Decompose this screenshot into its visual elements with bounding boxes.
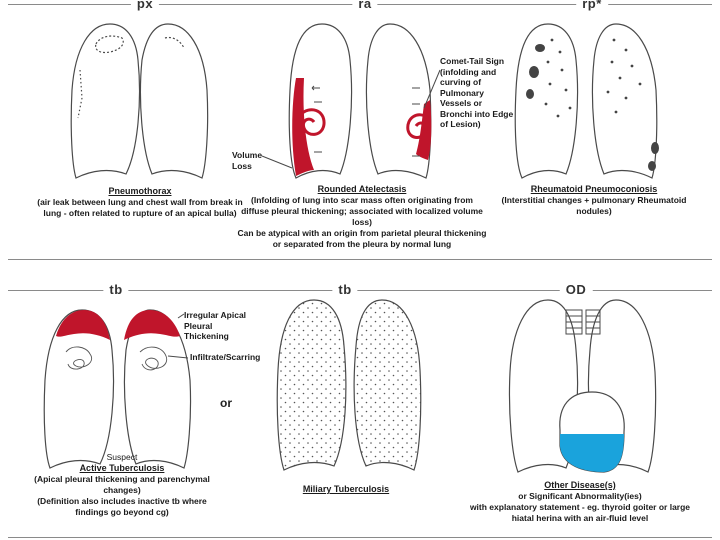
od-caption: Other Disease(s) or Significant Abnormal… — [460, 480, 700, 524]
header-px: px — [130, 0, 160, 11]
rp-nodules — [526, 38, 659, 171]
rp-lungs — [514, 23, 659, 179]
tb-caption: Suspect Active Tuberculosis (Apical pleu… — [22, 452, 222, 518]
ra-left-swirl — [298, 108, 326, 136]
tb-left-apical-thickening — [56, 310, 110, 340]
px-right-lung — [139, 23, 209, 179]
px-title: Pneumothorax — [108, 186, 172, 196]
miliary-caption: Miliary Tuberculosis — [266, 484, 426, 495]
rp-caption: Rheumatoid Pneumoconiosis (Interstitial … — [494, 184, 694, 217]
volume-loss-pointer — [261, 155, 293, 169]
tb-title-prefix: Suspect — [106, 452, 138, 462]
od-desc2: with explanatory statement - eg. thyroid… — [469, 502, 691, 523]
tb-title: Active Tuberculosis — [79, 463, 165, 473]
od-air-fluid-level — [560, 434, 624, 472]
comet-tail-pointer — [423, 69, 441, 109]
px-desc: (air leak between lung and chest wall fr… — [37, 197, 243, 218]
miliary-lungs — [276, 299, 422, 471]
tb-right-apical-thickening — [124, 310, 180, 340]
ra-lungs — [261, 23, 441, 179]
od-right-lung — [587, 299, 657, 473]
rp-desc: (Interstitial changes + pulmonary Rheuma… — [501, 195, 687, 216]
header-ra: ra — [352, 0, 378, 11]
od-title: Other Disease(s) — [544, 480, 616, 490]
ra-title: Rounded Atelectasis — [317, 184, 407, 194]
tb-infiltrate — [65, 346, 168, 371]
od-goiter — [565, 309, 601, 335]
ra-right-swirl — [406, 113, 429, 139]
miliary-right-lung — [353, 299, 422, 471]
tb-left-lung — [43, 309, 115, 469]
ra-desc: (Infolding of lung into scar mass often … — [241, 195, 483, 227]
rp-title: Rheumatoid Pneumoconiosis — [530, 184, 658, 194]
od-left-lung — [508, 299, 579, 473]
header-rp: rp* — [576, 0, 608, 11]
miliary-left-lung — [276, 299, 347, 471]
px-lungs — [70, 23, 209, 179]
tb-infiltrate-label: Infiltrate/Scarring — [190, 352, 261, 362]
tb-lungs — [43, 309, 192, 469]
px-left-lung — [70, 23, 141, 179]
bottom-panel — [8, 290, 712, 538]
ra-caption: Rounded Atelectasis (Infolding of lung i… — [237, 184, 487, 250]
ra-right-thickening — [416, 100, 432, 160]
od-desc: or Significant Abnormality(ies) — [518, 491, 642, 501]
tb-desc: (Apical pleural thickening and parenchym… — [34, 474, 210, 495]
header-od: OD — [559, 282, 593, 297]
header-tb-2: tb — [332, 282, 358, 297]
rp-right-lung — [591, 23, 658, 179]
rp-left-lung — [514, 23, 579, 179]
tb-right-lung — [123, 309, 192, 469]
ra-volume-loss-label: Volume Loss — [232, 150, 263, 171]
ra-left-lung — [288, 23, 353, 179]
od-lungs — [508, 299, 657, 473]
px-collapsed-edge — [95, 35, 124, 54]
miliary-title: Miliary Tuberculosis — [302, 484, 390, 494]
ra-right-lung — [365, 23, 432, 179]
px-caption: Pneumothorax (air leak between lung and … — [35, 186, 245, 219]
ra-desc2: Can be atypical with an origin from pari… — [237, 228, 487, 249]
header-tb-1: tb — [103, 282, 129, 297]
ra-comet-tail-label: Comet-Tail Sign (infolding and curving o… — [440, 56, 514, 129]
tb-desc2: (Definition also includes inactive tb wh… — [37, 496, 207, 517]
or-label: or — [220, 396, 232, 410]
tb-irregular-label: Irregular Apical Pleural Thickening — [184, 310, 247, 341]
